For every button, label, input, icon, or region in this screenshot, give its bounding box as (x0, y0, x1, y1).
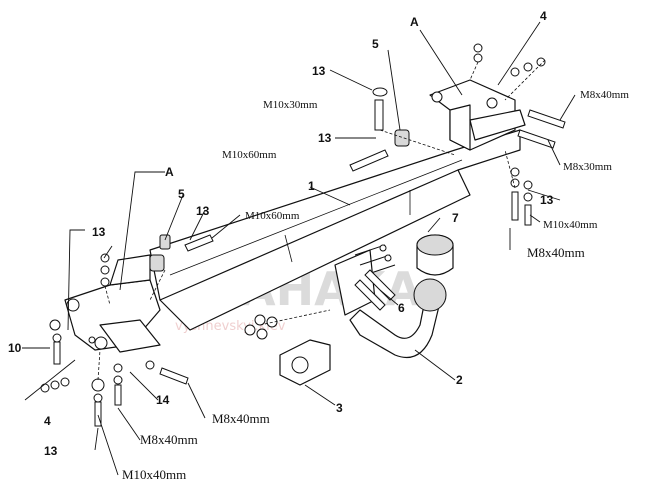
callout-2: 2 (456, 373, 463, 387)
size-m8x40-upper-right: M8x40mm (580, 89, 629, 101)
size-m10x60-center: M10x60mm (222, 149, 277, 161)
leader-lines (22, 21, 576, 476)
callout-4-left: 4 (44, 414, 51, 428)
size-m8x40-right-large: M8x40mm (527, 245, 585, 260)
bolt-spacer-right (349, 87, 410, 172)
callout-7: 7 (452, 211, 459, 225)
left-bracket (64, 254, 161, 353)
callout-1: 1 (308, 179, 315, 193)
size-m10x30-top: M10x30mm (263, 99, 318, 111)
callout-13-c: 13 (540, 193, 554, 207)
callout-3: 3 (336, 401, 343, 415)
callout-13-a: 13 (312, 64, 326, 78)
callout-5-left: 5 (178, 187, 185, 201)
callout-6: 6 (398, 301, 405, 315)
bolt-spacer-left (149, 234, 214, 272)
crossbar-beam (149, 129, 521, 331)
size-m10x60-left: M10x60mm (245, 210, 300, 222)
size-m10x40-right: M10x40mm (543, 219, 598, 231)
callout-a-right: A (410, 15, 419, 29)
callout-13-d: 13 (196, 204, 210, 218)
callout-labels: 1 2 3 4 4 5 5 6 7 10 13 13 13 13 13 13 1… (8, 9, 554, 458)
size-labels: M10x30mm M10x60mm M10x60mm M8x40mm M8x30… (122, 89, 629, 482)
size-m8x30-right: M8x30mm (563, 161, 612, 173)
callout-4-right: 4 (540, 9, 547, 23)
size-m10x40-bottom: M10x40mm (122, 467, 186, 482)
size-m8x40-bottom: M8x40mm (140, 432, 198, 447)
callout-13-f: 13 (44, 444, 58, 458)
callout-5-right: 5 (372, 37, 379, 51)
callout-13-b: 13 (318, 131, 332, 145)
size-m8x40-bottom-right: M8x40mm (212, 411, 270, 426)
tow-ball-neck (349, 278, 447, 359)
ball-cap (416, 234, 454, 276)
callout-a-left: A (165, 165, 174, 179)
callout-13-e: 13 (92, 225, 106, 239)
socket-bracket (279, 339, 331, 386)
right-bracket (429, 79, 526, 151)
assembly-lines (97, 59, 546, 381)
fastener-stacks (40, 43, 566, 427)
callout-10: 10 (8, 341, 22, 355)
callout-14: 14 (156, 393, 170, 407)
